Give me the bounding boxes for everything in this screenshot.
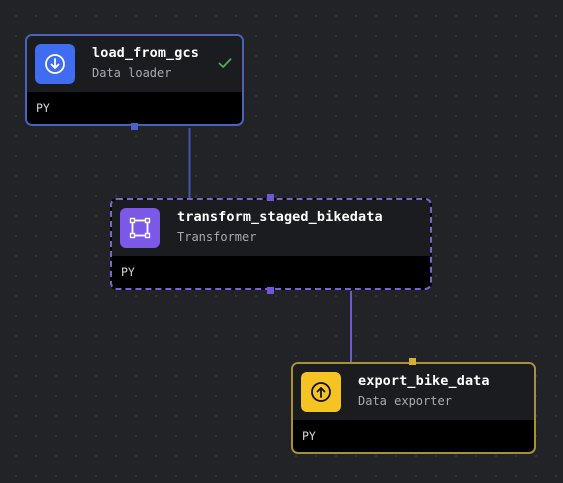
upload-arrow-icon xyxy=(301,372,341,412)
output-port-load-from-gcs[interactable] xyxy=(131,123,138,130)
block-transform-staged-bikedata[interactable]: transform_staged_bikedata Transformer PY xyxy=(110,198,432,290)
block-header: load_from_gcs Data loader xyxy=(27,36,242,92)
block-name: load_from_gcs xyxy=(92,45,199,61)
checkmark-icon xyxy=(217,55,233,71)
transform-frame-icon xyxy=(120,208,160,248)
block-load-from-gcs[interactable]: load_from_gcs Data loader PY xyxy=(25,34,244,126)
block-language: PY xyxy=(36,101,50,115)
block-header: export_bike_data Data exporter xyxy=(293,364,534,420)
input-port-transform-staged-bikedata[interactable] xyxy=(267,194,274,201)
block-name: transform_staged_bikedata xyxy=(177,209,383,225)
block-type: Data exporter xyxy=(358,394,452,408)
block-name: export_bike_data xyxy=(358,373,490,389)
block-language: PY xyxy=(121,265,135,279)
block-header: transform_staged_bikedata Transformer xyxy=(112,200,430,256)
input-port-export-bike-data[interactable] xyxy=(409,358,416,365)
download-arrow-icon xyxy=(35,44,75,84)
output-port-transform-staged-bikedata[interactable] xyxy=(267,287,274,294)
block-type: Data loader xyxy=(92,66,172,80)
block-type: Transformer xyxy=(177,230,257,244)
block-export-bike-data[interactable]: export_bike_data Data exporter PY xyxy=(291,362,536,454)
block-language: PY xyxy=(302,429,316,443)
